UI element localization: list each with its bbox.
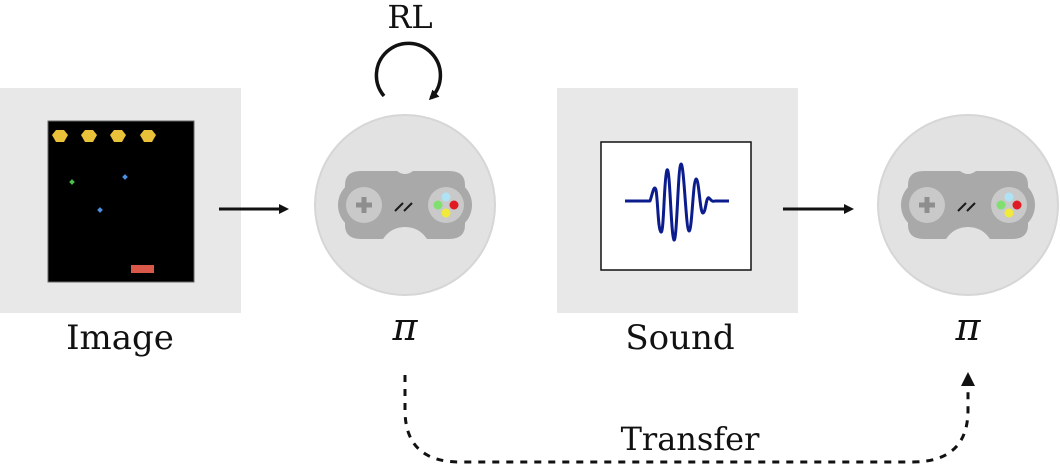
policy-label-1: π	[392, 305, 418, 349]
rl-label: RL	[387, 0, 433, 36]
policy-label-2: π	[955, 305, 981, 349]
image-label: Image	[66, 318, 174, 358]
atari-game-icon	[47, 120, 195, 283]
transfer-arrow	[403, 375, 970, 464]
loop-arrow-icon	[374, 41, 443, 101]
sound-label: Sound	[625, 318, 735, 358]
transfer-label: Transfer	[620, 420, 760, 458]
waveform-icon	[625, 162, 729, 242]
transfer-arrowhead	[961, 372, 975, 386]
